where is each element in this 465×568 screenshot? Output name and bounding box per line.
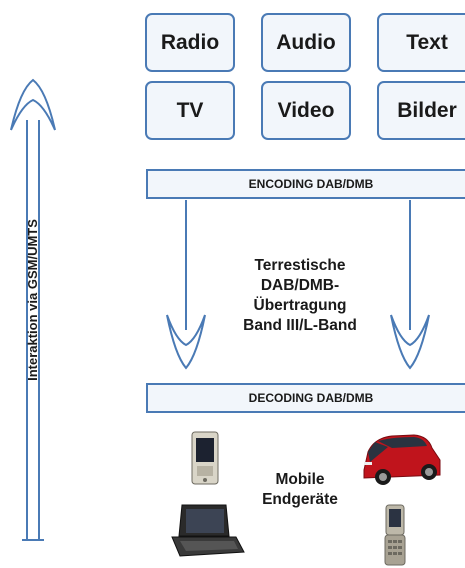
box-label: TV bbox=[176, 98, 204, 122]
box-text: Text bbox=[377, 13, 465, 72]
transmission-label: Terrestische DAB/DMB- Übertragung Band I… bbox=[225, 256, 375, 336]
devices-line: Endgeräte bbox=[262, 491, 338, 508]
downward-arrow-left-icon bbox=[166, 200, 206, 370]
box-video: Video bbox=[261, 81, 351, 140]
transmission-line: Übertragung bbox=[253, 297, 347, 314]
transmission-line: Band III/L-Band bbox=[243, 317, 357, 334]
mobile-phone-icon bbox=[384, 504, 406, 566]
devices-label: Mobile Endgeräte bbox=[240, 470, 360, 510]
transmission-line: DAB/DMB- bbox=[260, 277, 340, 294]
box-label: Bilder bbox=[397, 98, 457, 122]
devices-line: Mobile bbox=[275, 471, 325, 488]
box-label: Text bbox=[406, 30, 448, 54]
box-radio: Radio bbox=[145, 13, 235, 72]
box-label: Audio bbox=[276, 30, 336, 54]
laptop-icon bbox=[171, 504, 245, 557]
pda-icon bbox=[191, 431, 219, 485]
encoding-bar: ENCODING DAB/DMB bbox=[146, 169, 465, 199]
car-icon bbox=[363, 434, 441, 485]
box-label: Video bbox=[277, 98, 335, 122]
decoding-label: DECODING DAB/DMB bbox=[248, 391, 374, 405]
encoding-label: ENCODING DAB/DMB bbox=[248, 177, 374, 191]
interaction-label: Interaktion via GSM/UMTS bbox=[25, 219, 40, 381]
box-label: Radio bbox=[160, 30, 220, 54]
decoding-bar: DECODING DAB/DMB bbox=[146, 383, 465, 413]
transmission-line: Terrestische bbox=[254, 257, 346, 274]
box-audio: Audio bbox=[261, 13, 351, 72]
box-tv: TV bbox=[145, 81, 235, 140]
downward-arrow-right-icon bbox=[390, 200, 430, 370]
box-bilder: Bilder bbox=[377, 81, 465, 140]
upward-arrow-icon bbox=[10, 78, 56, 541]
